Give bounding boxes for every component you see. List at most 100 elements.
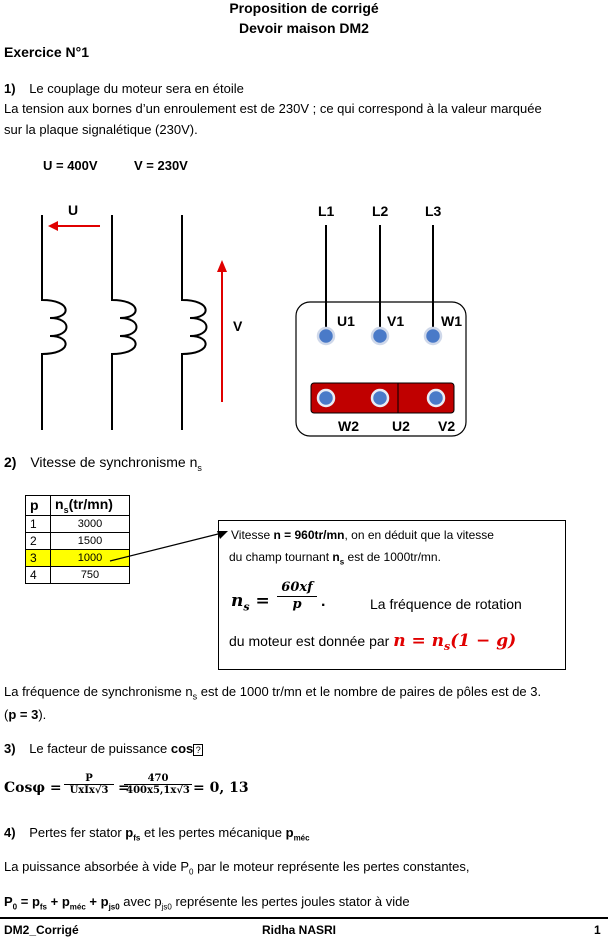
star-connection-diagram: U V L1 L2 L3 U1 V1 W1 W2 U2 V2 <box>41 202 467 437</box>
v-label: V <box>233 318 243 334</box>
eq-term: P <box>4 894 13 909</box>
question-2: 2) Vitesse de synchronisme ns <box>4 454 202 473</box>
terminal-label-u2: U2 <box>392 418 410 434</box>
callout-text: Vitesse <box>231 528 274 542</box>
callout-line-2: du champ tournant ns est de 1000tr/mn. <box>229 550 441 566</box>
line-label-l1: L1 <box>318 203 335 219</box>
paragraph-line: La tension aux bornes d’un enroulement e… <box>4 101 542 116</box>
pfs: p <box>125 825 134 840</box>
footer-author: Ridha NASRI <box>262 923 337 937</box>
header-ns-sub: s <box>63 504 69 515</box>
pmec: p <box>285 825 294 840</box>
missing-glyph: ? <box>193 744 204 756</box>
line-label-l3: L3 <box>425 203 442 219</box>
formula-cosphi-lhs: Cosφ = <box>4 780 62 796</box>
subscript: s <box>444 639 451 653</box>
callout-line-4: du moteur est donnée par n = ns(1 − g) <box>229 631 516 653</box>
doc-title-line2: Devoir maison DM2 <box>239 20 369 36</box>
eq-text: représente les pertes joules stator à vi… <box>171 894 410 909</box>
question-number: 3) <box>4 741 16 756</box>
u-label: U <box>68 202 78 218</box>
callout-box: Vitesse n = 960tr/mn, on en déduit que l… <box>218 520 566 670</box>
u-arrow-head <box>48 221 58 231</box>
terminal-label-v1: V1 <box>387 313 404 329</box>
formula-eq: = <box>118 780 130 796</box>
cos-phi: cos <box>170 741 194 756</box>
subscript: fs <box>39 902 48 912</box>
terminal-label-v2: V2 <box>438 418 455 434</box>
terminal-v2 <box>426 388 446 408</box>
callout-text: est de 1000tr/mn. <box>344 550 441 564</box>
formula-fraction: 60xf p <box>277 580 317 612</box>
callout-text: , on en déduit que la vitesse <box>344 528 494 542</box>
formula-dot: . <box>321 593 326 610</box>
callout-ns: n <box>332 550 340 564</box>
doc-title-line1: Proposition de corrigé <box>229 0 379 16</box>
header-ns: ns(tr/mn) <box>50 495 130 516</box>
fraction-denominator: UxIx√3 <box>69 785 109 796</box>
footer-rule <box>0 917 608 919</box>
question-number: 4) <box>4 825 16 840</box>
voltage-v: V = 230V <box>134 158 188 173</box>
question-1: 1) Le couplage du moteur sera en étoile <box>4 81 244 96</box>
header-ns-n: n <box>55 496 64 512</box>
subscript: s <box>243 600 250 614</box>
fraction-denominator: 400x5,1x√3 <box>126 785 190 796</box>
subscript: js0 <box>108 902 120 912</box>
winding-3 <box>181 215 208 430</box>
cell-ns: 1000 <box>50 548 130 567</box>
terminal-u1 <box>316 326 336 346</box>
footer-left: DM2_Corrigé <box>4 923 79 937</box>
formula-ns: ns = <box>231 591 270 613</box>
voltage-u: U = 400V <box>43 158 98 173</box>
header-p: p <box>25 495 51 516</box>
eq-text: avec p <box>119 894 162 909</box>
question-text: Pertes fer stator <box>29 825 126 840</box>
terminal-w1 <box>423 326 443 346</box>
callout-arrow <box>109 531 228 562</box>
formula-result: = 0, 13 <box>193 780 249 796</box>
subscript: méc <box>293 833 310 843</box>
subscript: s <box>197 462 202 473</box>
windings <box>41 215 208 430</box>
formula-lhs: n <box>231 591 244 611</box>
terminal-label-w2: W2 <box>338 418 359 434</box>
eq-term: + p <box>47 894 70 909</box>
terminal-label-u1: U1 <box>337 313 355 329</box>
paragraph-text: La puissance absorbée à vide P <box>4 859 190 874</box>
question-text: Le couplage du moteur sera en étoile <box>29 81 244 96</box>
line-label-l2: L2 <box>372 203 389 219</box>
fraction-numerator: P <box>64 773 114 785</box>
eq-term: + p <box>85 894 109 909</box>
page-number: 1 <box>594 923 601 937</box>
question-text: Le facteur de puissance <box>29 741 171 756</box>
question-text: Vitesse de synchronisme n <box>30 454 198 470</box>
subscript: 0 <box>12 902 18 912</box>
header-ns-unit: (tr/mn) <box>68 496 113 512</box>
terminal-v1 <box>370 326 390 346</box>
equation-p0: P0 = pfs + pméc + pjs0 avec pjs0 représe… <box>4 894 410 912</box>
paragraph-text: ( <box>4 707 9 722</box>
paragraph-text: par le moteur représente les pertes cons… <box>193 859 470 874</box>
terminal-label-w1: W1 <box>441 313 462 329</box>
subscript: js0 <box>161 902 172 912</box>
paragraph-text: est de 1000 tr/mn et le nombre de paires… <box>197 684 542 699</box>
paragraph-sync: La fréquence de synchronisme ns est de 1… <box>4 684 541 702</box>
pole-pairs: p = 3 <box>8 707 39 722</box>
eq-term: = p <box>17 894 40 909</box>
slip-formula: (1 − g) <box>450 631 517 651</box>
callout-speed: n = 960tr/mn <box>273 528 345 542</box>
question-number: 2) <box>4 454 17 470</box>
winding-1 <box>41 215 68 430</box>
callout-text: du moteur est donnée par <box>229 633 394 649</box>
v-arrow-head <box>217 260 227 272</box>
fraction-numerator: 60xf <box>277 580 317 597</box>
exercise-title: Exercice N°1 <box>4 44 89 60</box>
winding-2 <box>111 215 138 430</box>
fraction-numerator: 470 <box>124 773 192 785</box>
fraction-2: 470 400x5,1x√3 <box>124 773 192 796</box>
rotation-text: La fréquence de rotation <box>370 596 522 612</box>
